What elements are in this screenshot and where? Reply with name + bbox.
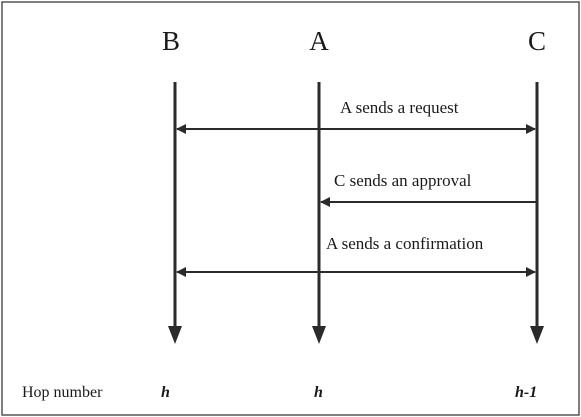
hop-value-a: h [314, 384, 323, 401]
lifeline-c-arrowhead [530, 326, 544, 344]
message-request: A sends a request [176, 98, 536, 134]
node-label-a: A [309, 26, 329, 56]
node-label-c: C [528, 26, 546, 56]
node-label-b: B [162, 26, 180, 56]
hop-number-label: Hop number [22, 384, 103, 401]
hop-value-b: h [161, 384, 170, 401]
lifelines [168, 82, 544, 344]
message-approval-label: C sends an approval [334, 171, 472, 190]
message-confirmation-label: A sends a confirmation [326, 234, 484, 253]
hop-value-c: h-1 [515, 384, 537, 401]
message-request-label: A sends a request [340, 98, 459, 117]
lifeline-b-arrowhead [168, 326, 182, 344]
lifeline-a-arrowhead [312, 326, 326, 344]
hop-number-row: Hop number h h h-1 [22, 384, 537, 401]
message-approval: C sends an approval [320, 171, 537, 207]
message-confirmation: A sends a confirmation [176, 234, 536, 277]
